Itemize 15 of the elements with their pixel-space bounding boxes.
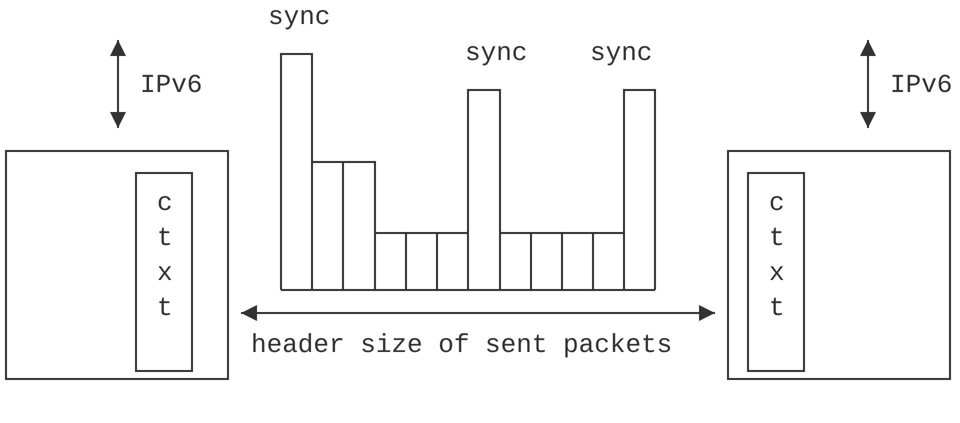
endpoint-box: [5, 150, 229, 380]
arrow: [241, 305, 715, 321]
edge-label: IPv6: [140, 70, 202, 100]
context-box: [135, 172, 193, 372]
endpoint-box: [727, 150, 951, 380]
context-box: [747, 172, 805, 372]
arrow: [110, 40, 126, 128]
edge-label: header size of sent packets: [251, 330, 672, 360]
sync-label: sync: [465, 38, 528, 68]
arrow: [860, 40, 876, 128]
context-label: ctxt: [769, 187, 785, 325]
context-label: ctxt: [157, 187, 173, 325]
sync-label: sync: [268, 2, 330, 32]
sync-label: sync: [590, 38, 652, 68]
edge-label: IPv6: [890, 70, 952, 100]
